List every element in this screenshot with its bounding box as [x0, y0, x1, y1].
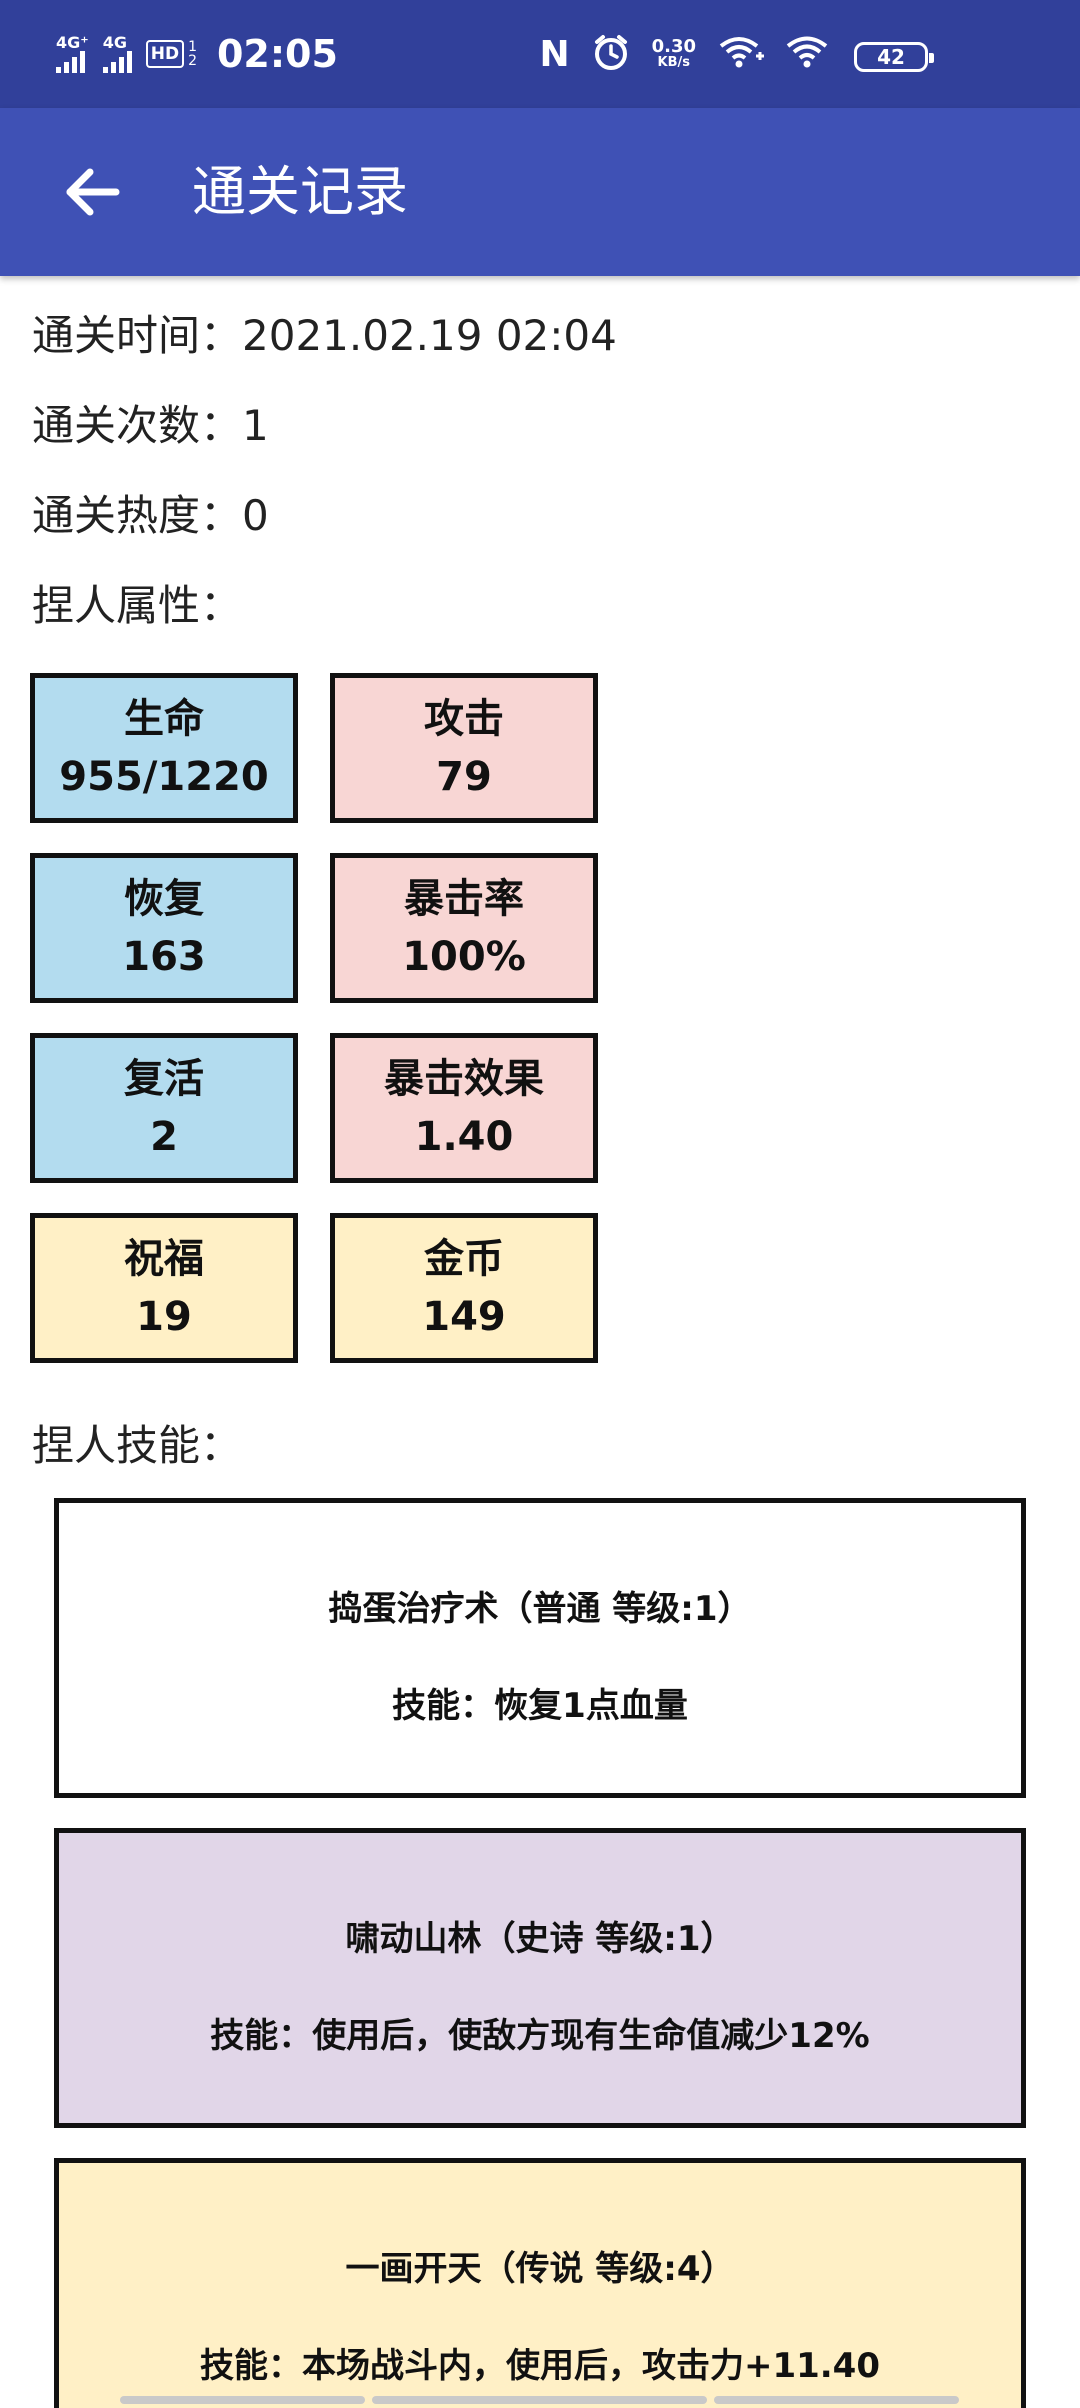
skill-card: 捣蛋治疗术（普通 等级:1） 技能：恢复1点血量 — [54, 1498, 1026, 1798]
stat-label: 攻击 — [424, 696, 504, 742]
stat-label: 祝福 — [124, 1236, 204, 1282]
stat-crit-effect: 暴击效果 1.40 — [330, 1033, 598, 1183]
stat-gold: 金币 149 — [330, 1213, 598, 1363]
skill-name: 一画开天（传说 等级:4） — [345, 2249, 735, 2289]
scroll-indicator — [372, 2396, 707, 2404]
stat-value: 163 — [122, 934, 206, 980]
stat-label: 恢复 — [124, 876, 204, 922]
attributes-label: 捏人属性： — [32, 581, 243, 630]
skill-description: 技能：恢复1点血量 — [392, 1686, 688, 1726]
status-time: 02:05 — [216, 32, 338, 76]
clear-count-text: 通关次数：1 — [32, 401, 269, 450]
arrow-left-icon — [66, 168, 120, 216]
skill-name: 啸动山林（史诗 等级:1） — [345, 1919, 735, 1959]
skill-card: 一画开天（传说 等级:4） 技能：本场战斗内，使用后，攻击力+11.40 — [54, 2158, 1026, 2408]
stat-value: 149 — [422, 1294, 506, 1340]
stat-value: 2 — [150, 1114, 178, 1160]
alarm-icon — [592, 33, 630, 75]
battery-icon: 42 — [854, 42, 934, 72]
app-bar: 通关记录 — [0, 108, 1080, 276]
skills-label: 捏人技能： — [32, 1421, 243, 1470]
clear-time-text: 通关时间：2021.02.19 02:04 — [32, 311, 617, 360]
stat-label: 暴击率 — [404, 876, 524, 922]
stat-value: 79 — [436, 754, 492, 800]
stat-value: 100% — [402, 934, 526, 980]
page-title: 通关记录 — [192, 160, 408, 223]
wifi-icon — [786, 34, 828, 74]
stat-recovery: 恢复 163 — [30, 853, 298, 1003]
skill-name: 捣蛋治疗术（普通 等级:1） — [328, 1589, 752, 1629]
skill-description: 技能：使用后，使敌方现有生命值减少12% — [210, 2016, 870, 2056]
stat-crit-rate: 暴击率 100% — [330, 853, 598, 1003]
back-button[interactable] — [52, 152, 132, 232]
stat-attack: 攻击 79 — [330, 673, 598, 823]
stat-value: 955/1220 — [59, 754, 269, 800]
wifi-plus-icon — [718, 34, 764, 74]
status-right: N 0.30 KB/s — [539, 0, 930, 108]
nfc-icon: N — [539, 33, 570, 75]
skill-description: 技能：本场战斗内，使用后，攻击力+11.40 — [199, 2346, 881, 2386]
scroll-indicator — [120, 2396, 365, 2404]
clear-heat-text: 通关热度：0 — [32, 491, 269, 540]
stat-value: 19 — [136, 1294, 192, 1340]
stat-revive: 复活 2 — [30, 1033, 298, 1183]
scroll-indicator — [714, 2396, 959, 2404]
stat-label: 复活 — [124, 1056, 204, 1102]
stat-value: 1.40 — [414, 1114, 514, 1160]
skill-card: 啸动山林（史诗 等级:1） 技能：使用后，使敌方现有生命值减少12% — [54, 1828, 1026, 2128]
stat-label: 金币 — [424, 1236, 504, 1282]
signal-4g-plus-icon: 4G⁺ — [56, 35, 89, 73]
stat-label: 暴击效果 — [384, 1056, 544, 1102]
stat-label: 生命 — [124, 696, 204, 742]
signal-4g-icon: 4G — [102, 35, 132, 73]
network-speed: 0.30 KB/s — [651, 36, 696, 70]
stat-hp: 生命 955/1220 — [30, 673, 298, 823]
stat-blessing: 祝福 19 — [30, 1213, 298, 1363]
